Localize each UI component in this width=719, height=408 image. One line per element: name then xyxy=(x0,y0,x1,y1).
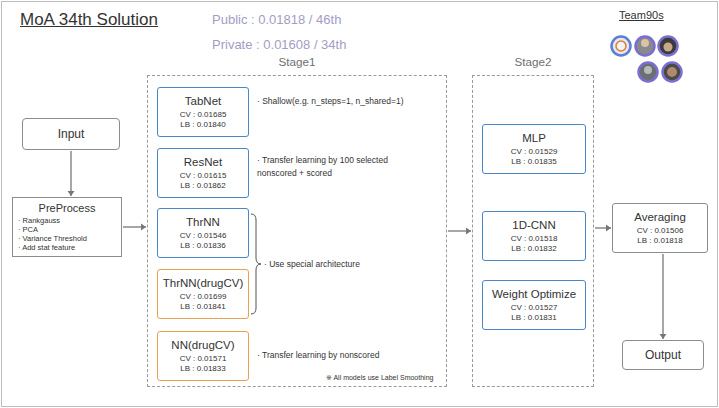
model-box: ThrNN(drugCV)CV : 0.01699LB : 0.01841 xyxy=(157,269,249,319)
flow-arrow xyxy=(123,224,146,231)
box-text: LB : 0.01862 xyxy=(180,181,225,191)
box-text: LB : 0.01832 xyxy=(511,244,556,254)
terminal-box: Output xyxy=(622,340,704,370)
box-text: CV : 0.01546 xyxy=(180,231,227,241)
box-text: CV : 0.01506 xyxy=(637,226,684,236)
box-text: CV : 0.01529 xyxy=(511,147,558,157)
box-text: LB : 0.01835 xyxy=(511,157,556,167)
model-note: · Transfer learning by 100 selected nons… xyxy=(257,154,427,180)
box-text: CV : 0.01527 xyxy=(511,303,558,313)
box-heading: Averaging xyxy=(634,211,686,225)
model-note: · Use special architecture xyxy=(264,258,434,271)
box-heading: TabNet xyxy=(185,95,221,109)
model-note: · Shallow(e.g. n_steps=1, n_shared=1) xyxy=(257,95,443,108)
score-text: Public : 0.01818 / 46th xyxy=(212,12,341,27)
box-text: CV : 0.01571 xyxy=(180,354,227,364)
model-box: NN(drugCV)CV : 0.01571LB : 0.01833 xyxy=(157,331,249,381)
box-heading: 1D-CNN xyxy=(512,219,555,233)
box-text: CV : 0.01615 xyxy=(180,171,227,181)
box-heading: ThrNN xyxy=(186,216,220,230)
model-box: ResNetCV : 0.01615LB : 0.01862 xyxy=(157,148,249,198)
box-heading: PreProcess xyxy=(39,202,96,215)
box-heading: NN(drugCV) xyxy=(171,339,234,353)
box-heading: Stage2 xyxy=(473,55,593,68)
box-text: LB : 0.01840 xyxy=(180,120,225,130)
box-text: LB : 0.01841 xyxy=(180,302,225,312)
box-text: LB : 0.01831 xyxy=(511,313,556,323)
stage-group: Stage1TabNetCV : 0.01685LB : 0.01840ResN… xyxy=(147,75,447,387)
box-text: CV : 0.01699 xyxy=(180,292,227,302)
box-heading: ThrNN(drugCV) xyxy=(163,277,244,291)
box-text: LB : 0.01833 xyxy=(180,364,225,374)
box-heading: ResNet xyxy=(184,156,222,170)
box-heading: Output xyxy=(645,348,681,362)
box-heading: Stage1 xyxy=(148,55,446,68)
process-box: PreProcess· Rankgauss· PCA· Variance Thr… xyxy=(12,197,122,257)
box-text: · Add stat feature xyxy=(18,243,75,252)
score-text: Private : 0.01608 / 34th xyxy=(212,37,346,52)
model-box: ThrNNCV : 0.01546LB : 0.01836 xyxy=(157,208,249,258)
diagram-title: MoA 34th Solution xyxy=(20,10,158,30)
terminal-box: Input xyxy=(22,118,120,150)
model-box: 1D-CNNCV : 0.01518LB : 0.01832 xyxy=(482,211,586,261)
bracket xyxy=(251,214,261,314)
box-heading: MLP xyxy=(522,132,546,146)
footnote: ※ All models use Label Smoothing xyxy=(326,374,433,382)
team-avatars xyxy=(612,37,682,82)
box-text: · Rankgauss xyxy=(18,216,60,225)
box-text: CV : 0.01518 xyxy=(511,234,558,244)
model-note: · Transfer learning by nonscored xyxy=(257,349,437,362)
model-box: Weight OptimizeCV : 0.01527LB : 0.01831 xyxy=(482,280,586,330)
box-text: LB : 0.01836 xyxy=(180,241,225,251)
box-heading: Weight Optimize xyxy=(492,288,576,302)
model-box: TabNetCV : 0.01685LB : 0.01840 xyxy=(157,87,249,137)
box-text: CV : 0.01685 xyxy=(180,110,227,120)
team-name: Team90s xyxy=(619,9,664,21)
stage-group: Stage2MLPCV : 0.01529LB : 0.018351D-CNNC… xyxy=(472,75,594,387)
model-box: MLPCV : 0.01529LB : 0.01835 xyxy=(482,124,586,174)
box-text: · PCA xyxy=(18,225,38,234)
box-text: · Variance Threshold xyxy=(18,234,87,243)
flow-arrow xyxy=(68,151,75,196)
box-text: LB : 0.01818 xyxy=(637,236,682,246)
box-heading: Input xyxy=(58,127,85,141)
flow-arrow xyxy=(660,254,667,339)
flow-arrow xyxy=(448,228,471,235)
flow-arrow xyxy=(595,225,611,232)
result-box: AveragingCV : 0.01506LB : 0.01818 xyxy=(612,203,708,253)
